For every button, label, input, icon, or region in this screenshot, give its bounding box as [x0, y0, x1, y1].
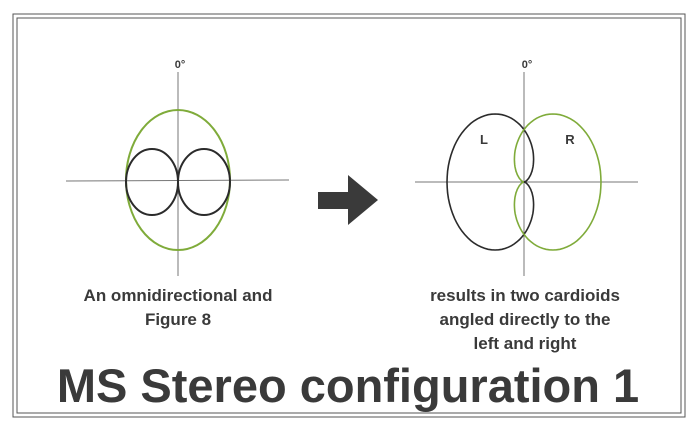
page-title: MS Stereo configuration 1	[57, 359, 639, 412]
left-cardioid	[446, 113, 535, 251]
left-caption-line2: Figure 8	[145, 310, 211, 329]
right-label: R	[565, 132, 575, 147]
cardioids-diagram: L R 0° results in two cardioids angled d…	[415, 59, 638, 353]
angle-label-left: 0°	[175, 59, 186, 71]
right-caption-line3: left and right	[474, 334, 577, 353]
omni-figure8-diagram: 0° An omnidirectional and Figure 8	[65, 59, 290, 329]
left-label: L	[480, 132, 488, 147]
right-caption-line1: results in two cardioids	[430, 286, 620, 305]
figure8-left-lobe	[125, 148, 179, 216]
right-cardioid	[513, 113, 602, 251]
arrow-right-icon	[318, 175, 378, 225]
right-caption-line2: angled directly to the	[440, 310, 611, 329]
inner-border	[16, 17, 682, 414]
angle-label-right: 0°	[522, 59, 533, 71]
left-caption-line1: An omnidirectional and	[84, 286, 273, 305]
outer-border	[12, 13, 686, 418]
figure8-right-lobe	[177, 148, 231, 216]
